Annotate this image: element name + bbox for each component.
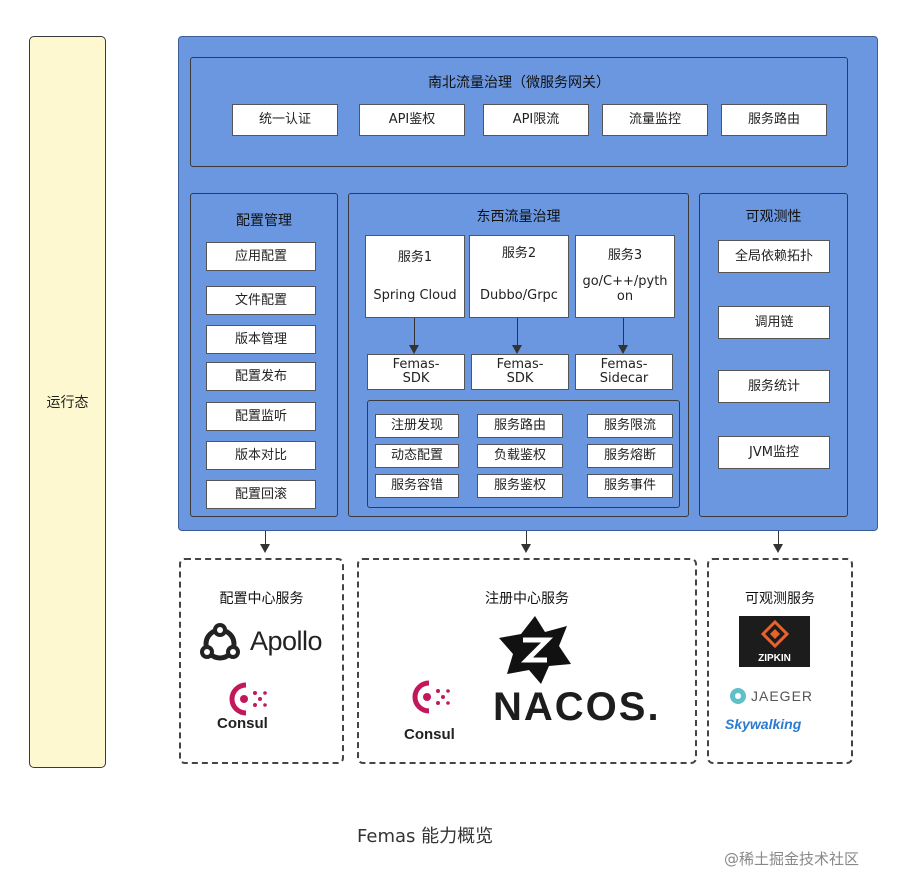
apollo-logo-text: Apollo: [250, 626, 323, 656]
skywalking-logo-text: Skywalking: [725, 716, 802, 732]
consul-logo-text-1: Consul: [217, 715, 268, 732]
ns-item-traffic-monitor: 流量监控: [602, 104, 708, 136]
capabilities-panel: [367, 400, 680, 508]
zipkin-logo-text: ZIPKIN: [758, 653, 791, 664]
service-2-tech: Dubbo/Grpc: [480, 287, 558, 303]
arrow-to-observ-service: [773, 531, 783, 553]
nacos-logo-text: NACOS.: [493, 685, 661, 729]
service-2-name: 服务2: [501, 246, 537, 261]
cap-registry-discovery: 注册发现: [375, 414, 459, 438]
nacos-icon: [499, 616, 571, 684]
service-1-tech: Spring Cloud: [373, 287, 457, 303]
cap-service-auth: 服务鉴权: [477, 474, 563, 498]
femas-sdk-1: Femas- SDK: [367, 354, 465, 390]
ns-item-api-auth: API鉴权: [359, 104, 465, 136]
cap-circuit-break: 服务熔断: [587, 444, 673, 468]
north-south-title: 南北流量治理（微服务网关）: [428, 75, 610, 91]
ns-item-api-limit: API限流: [483, 104, 589, 136]
jaeger-icon: [730, 688, 746, 704]
cap-service-event: 服务事件: [587, 474, 673, 498]
observability-title: 可观测性: [745, 209, 802, 225]
arrow-to-registry-center: [521, 531, 531, 553]
cap-load-auth: 负载鉴权: [477, 444, 563, 468]
zipkin-logo: ZIPKIN: [739, 616, 810, 667]
obs-item-stats: 服务统计: [718, 370, 830, 403]
config-item-rollback: 配置回滚: [206, 480, 316, 509]
config-item-listen: 配置监听: [206, 402, 316, 431]
east-west-title: 东西流量治理: [476, 209, 561, 225]
arrow-service1-sdk: [409, 318, 419, 354]
watermark: @稀土掘金技术社区: [724, 850, 860, 868]
observ-service-title: 可观测服务: [745, 591, 815, 607]
obs-item-jvm: JVM监控: [718, 436, 830, 469]
cap-service-routing: 服务路由: [477, 414, 563, 438]
config-item-publish: 配置发布: [206, 362, 316, 391]
east-west-panel: 东西流量治理: [348, 193, 689, 517]
service-1-box: 服务1 Spring Cloud: [365, 235, 465, 318]
femas-sdk-2: Femas- SDK: [471, 354, 569, 390]
arrow-service2-sdk: [512, 318, 522, 354]
figure-caption: Femas 能力概览: [357, 826, 494, 847]
registry-center-title: 注册中心服务: [485, 591, 569, 607]
ns-item-routing: 服务路由: [721, 104, 827, 136]
config-item-version: 版本管理: [206, 325, 316, 354]
consul-icon: [229, 682, 267, 716]
consul-logo-text-2: Consul: [404, 726, 455, 743]
runtime-label: 运行态: [46, 395, 89, 411]
jaeger-logo-text: JAEGER: [751, 688, 814, 704]
zipkin-icon: [761, 620, 789, 648]
service-1-name: 服务1: [397, 250, 433, 265]
femas-sidecar: Femas- Sidecar: [575, 354, 673, 390]
service-2-box: 服务2 Dubbo/Grpc: [469, 235, 569, 318]
config-center-title: 配置中心服务: [219, 591, 304, 607]
cap-dynamic-config: 动态配置: [375, 444, 459, 468]
config-center-box: 配置中心服务: [179, 558, 344, 764]
runtime-bar: 运行态: [29, 36, 106, 768]
consul-icon: [412, 680, 450, 714]
config-item-file: 文件配置: [206, 286, 316, 315]
obs-item-topology: 全局依赖拓扑: [718, 240, 830, 273]
cap-rate-limit: 服务限流: [587, 414, 673, 438]
service-3-tech: go/C++/pyth on: [582, 273, 668, 305]
cap-fault-tolerance: 服务容错: [375, 474, 459, 498]
arrow-service3-sidecar: [618, 318, 628, 354]
ns-item-auth: 统一认证: [232, 104, 338, 136]
arrow-to-config-center: [260, 531, 270, 553]
north-south-panel: 南北流量治理（微服务网关）: [190, 57, 848, 167]
config-title: 配置管理: [236, 213, 292, 229]
config-item-app: 应用配置: [206, 242, 316, 271]
service-3-name: 服务3: [607, 248, 643, 263]
obs-item-tracing: 调用链: [718, 306, 830, 339]
config-item-diff: 版本对比: [206, 441, 316, 470]
config-panel: 配置管理: [190, 193, 338, 517]
apollo-icon: [200, 623, 240, 661]
service-3-box: 服务3 go/C++/pyth on: [575, 235, 675, 318]
observability-panel: 可观测性: [699, 193, 848, 517]
